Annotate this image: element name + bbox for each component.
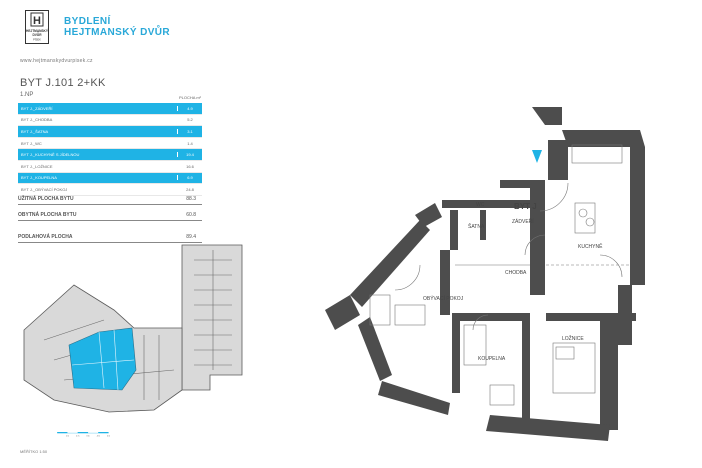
scale-ratio: MĚŘÍTKO 1:50 (20, 449, 48, 454)
room-row: BYT J._OBÝVACÍ POKOJ 24.8 (18, 184, 202, 196)
plan-label-obyvaci: OBÝVACÍ POKOJ (423, 295, 464, 302)
room-name: BYT J._CHODBA (21, 117, 53, 123)
living-area-label: OBYTNÁ PLOCHA BYTU (18, 212, 77, 218)
plan-label-unit: BYT J (514, 202, 537, 211)
living-area-value: 60.8 (186, 212, 196, 218)
room-row: BYT J._ZÁDVEŘÍ 4.9 (18, 103, 202, 115)
scale-label-2: 2 m (76, 435, 80, 437)
room-name: BYT J._KUCHYNĚ S JÍDELNOU (21, 152, 80, 158)
floor-plan: BYT J ZÁDVEŘÍ WC ŠATNA KUCHYNĚ CHODBA OB… (325, 107, 645, 441)
plan-label-koupelna: KOUPELNA (478, 356, 506, 362)
room-name: BYT J._LOŽNICE (21, 163, 53, 169)
entrance-arrow-icon (532, 150, 542, 163)
logo-letter: H (33, 15, 41, 27)
scale-label-3: 3 m (86, 435, 90, 437)
usable-area-value: 88.3 (186, 196, 196, 202)
plan-label-satna: ŠATNA (468, 223, 485, 230)
plan-label-chodba: CHODBA (505, 270, 527, 276)
room-area: 5.2 (187, 117, 193, 123)
room-row: BYT J._KUCHYNĚ S JÍDELNOU 19.4 (18, 149, 202, 161)
usable-area-row: UŽITNÁ PLOCHA BYTU 88.3 (18, 196, 202, 205)
room-area: 1.4 (187, 140, 193, 146)
living-area-row: OBYTNÁ PLOCHA BYTU 60.8 (18, 212, 202, 221)
room-row: BYT J._KOUPELNA 6.9 (18, 172, 202, 185)
brand-name-line1: BYDLENÍ (64, 16, 111, 27)
plan-label-zadveri: ZÁDVEŘÍ (512, 217, 534, 225)
room-area: 16.6 (186, 163, 194, 169)
floor-area-row: PODLAHOVÁ PLOCHA 89.4 (18, 234, 202, 243)
scale-label-4: 4 m (97, 435, 101, 437)
floor-area-value: 89.4 (186, 234, 196, 240)
website-link[interactable]: www.hejtmanskydvurpisek.cz (20, 58, 93, 64)
floor-area-label: PODLAHOVÁ PLOCHA (18, 234, 73, 240)
room-area: 3.1 (177, 128, 202, 134)
brand-name-line2: HEJTMANSKÝ DVŮR (64, 27, 171, 38)
room-row: BYT J._LOŽNICE 16.6 (18, 160, 202, 173)
building-key-plan (23, 244, 243, 413)
logo-line2: DVŮR (32, 32, 42, 37)
room-name: BYT J._ZÁDVEŘÍ (21, 105, 53, 111)
plan-label-loznice: LOŽNICE (562, 334, 584, 342)
logo-line1: HEJTMANSKÝ (26, 28, 49, 33)
room-area: 24.8 (186, 186, 194, 192)
usable-area-label: UŽITNÁ PLOCHA BYTU (18, 196, 74, 202)
scale-bar: 1 m 2 m 3 m 4 m 5 m (57, 432, 111, 437)
room-area: 19.4 (177, 152, 202, 158)
room-name: BYT J._ŠATNA (21, 128, 49, 134)
logo: H HEJTMANSKÝ DVŮR PÍSEK (25, 10, 49, 44)
floor-label: 1.NP (20, 92, 34, 98)
scale-label-1: 1 m (66, 435, 70, 437)
scale-label-5: 5 m (107, 435, 111, 437)
plan-label-wc: WC (476, 202, 485, 208)
room-name: BYT J._OBÝVACÍ POKOJ (21, 186, 68, 192)
room-name: BYT J._WC (21, 140, 42, 146)
room-row: BYT J._CHODBA 5.2 (18, 114, 202, 127)
room-area: 4.9 (177, 105, 202, 111)
area-column-header: PLOCHA m² (179, 95, 202, 100)
room-row: BYT J._ŠATNA 3.1 (18, 126, 202, 138)
brand-name: BYDLENÍ HEJTMANSKÝ DVŮR (64, 16, 170, 38)
room-name: BYT J._KOUPELNA (21, 175, 57, 181)
unit-title: BYT J.101 2+KK (20, 77, 106, 89)
plan-label-kuchyne: KUCHYNĚ (578, 242, 603, 250)
room-row: BYT J._WC 1.4 (18, 137, 202, 150)
logo-line3: PÍSEK (33, 38, 41, 42)
room-area: 6.9 (177, 175, 202, 181)
